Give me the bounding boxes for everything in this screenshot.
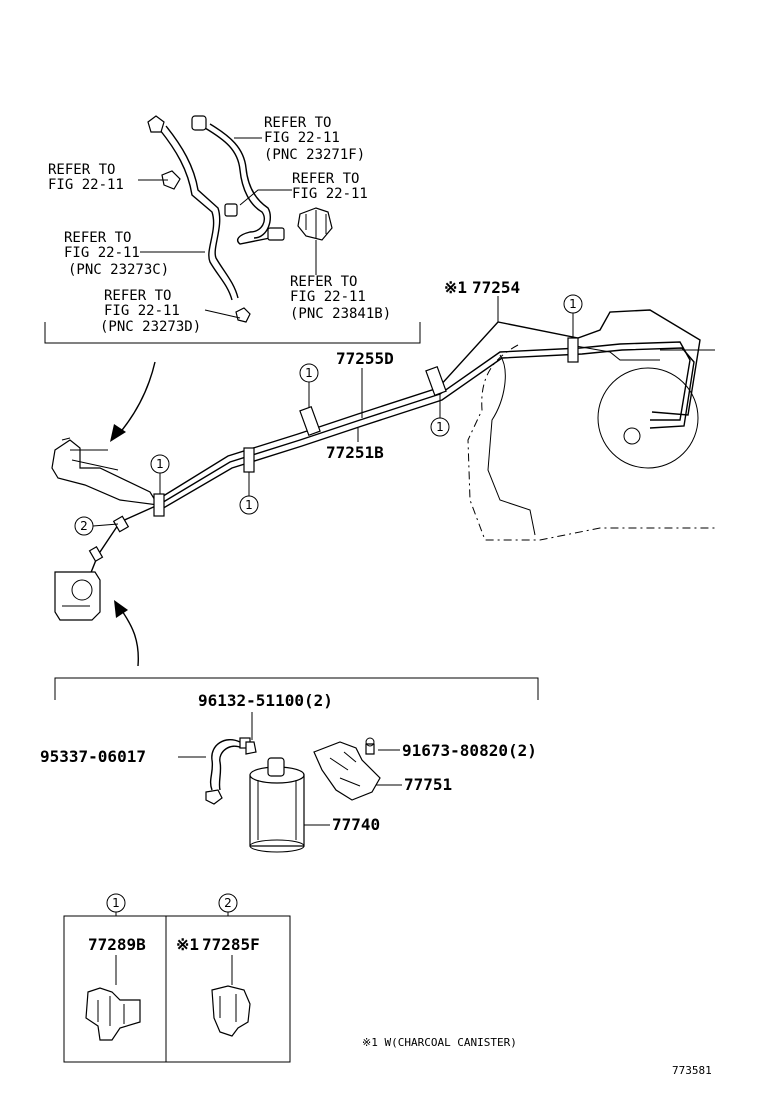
clip-77285f bbox=[211, 985, 251, 1037]
callout-1-e bbox=[563, 294, 583, 314]
top-detail-group: REFER TO FIG 22-11 (PNC 23271F) REFER TO… bbox=[44, 115, 421, 344]
clip-legend: 1 2 77289B ※1 77285F bbox=[63, 893, 291, 1063]
mark-77254: ※1 bbox=[444, 278, 467, 297]
label-77251b: 77251B bbox=[326, 443, 384, 462]
ref-top-right-l2: FIG 22-11 bbox=[264, 130, 340, 146]
ref-left-d-l2: FIG 22-11 bbox=[104, 303, 180, 319]
engine-port bbox=[54, 571, 101, 621]
label-77740: 77740 bbox=[332, 815, 380, 834]
ref-right-b-l3: (PNC 23841B) bbox=[290, 306, 391, 322]
front-fitting bbox=[112, 515, 130, 533]
clip-77289b bbox=[85, 987, 141, 1041]
callout-1-b bbox=[239, 495, 259, 515]
callout-1-b-text: 1 bbox=[245, 498, 253, 512]
pipe-77251b bbox=[159, 347, 695, 511]
arrow-up bbox=[119, 607, 139, 667]
label-96132: 96132-51100(2) bbox=[198, 691, 333, 710]
ref-left-c-l2: FIG 22-11 bbox=[64, 245, 140, 261]
legend-callout-2-text: 2 bbox=[224, 896, 232, 910]
clamp-1a bbox=[153, 493, 165, 517]
mark-77285f: ※1 bbox=[176, 935, 199, 954]
ref-right-b-l1: REFER TO bbox=[290, 274, 357, 290]
hose-23273c bbox=[159, 129, 233, 301]
legend-callout-1-text: 1 bbox=[112, 896, 120, 910]
ref-top-left-l1: REFER TO bbox=[48, 162, 115, 178]
main-pipe-assembly: 1 1 1 1 1 2 ※1 77254 77255D 77251B bbox=[51, 278, 715, 621]
clamp-1d bbox=[425, 365, 447, 397]
callout-1-a-text: 1 bbox=[156, 457, 164, 471]
callout-1-c-text: 1 bbox=[305, 366, 313, 380]
ref-right-b-l2: FIG 22-11 bbox=[290, 289, 366, 305]
hose-clamp-top bbox=[191, 115, 207, 131]
ref-top-left-l2: FIG 22-11 bbox=[48, 177, 124, 193]
diagram-id: 773581 bbox=[672, 1064, 712, 1077]
bolt-91673 bbox=[365, 743, 375, 755]
callout-2-a bbox=[74, 516, 94, 536]
ref-left-d-l1: REFER TO bbox=[104, 288, 171, 304]
arrow-down bbox=[117, 361, 156, 436]
ref-left-c-l3: (PNC 23273C) bbox=[68, 262, 169, 278]
ref-top-right-l3: (PNC 23271F) bbox=[264, 147, 365, 163]
legend-box bbox=[63, 915, 291, 1063]
clip-96132 bbox=[245, 741, 257, 755]
callout-2-a-text: 2 bbox=[80, 519, 88, 533]
clip-left-upper bbox=[161, 170, 181, 190]
canister-group: 96132-51100(2) 95337-06017 91673-80820(2… bbox=[40, 677, 539, 853]
bracket-77751 bbox=[313, 741, 381, 801]
label-77254: 77254 bbox=[472, 278, 520, 297]
clamp-1c bbox=[299, 405, 321, 437]
hose-fitting bbox=[267, 227, 285, 241]
callout-1-a bbox=[150, 454, 170, 474]
label-77751: 77751 bbox=[404, 775, 452, 794]
callout-1-d-text: 1 bbox=[436, 420, 444, 434]
canister-round bbox=[597, 367, 699, 469]
clamp-1e bbox=[567, 337, 579, 363]
callout-1-d bbox=[430, 417, 450, 437]
pipe-77255d bbox=[159, 341, 691, 505]
footnote: ※1 W(CHARCOAL CANISTER) bbox=[362, 1036, 517, 1049]
callout-1-e-text: 1 bbox=[569, 297, 577, 311]
ref-top-right-l1: REFER TO bbox=[264, 115, 331, 131]
hose-front bbox=[87, 504, 159, 581]
label-77285f: 77285F bbox=[202, 935, 260, 954]
clamp-1b bbox=[243, 447, 255, 473]
label-95337: 95337-06017 bbox=[40, 747, 146, 766]
ref-mid-right-l1: REFER TO bbox=[292, 171, 359, 187]
ref-left-c-l1: REFER TO bbox=[64, 230, 131, 246]
hose-23271f bbox=[204, 127, 271, 245]
ref-left-d-l3: (PNC 23273D) bbox=[100, 319, 201, 335]
clip-95337 bbox=[205, 789, 223, 805]
ref-mid-right-l2: FIG 22-11 bbox=[292, 186, 368, 202]
vsv-23841b bbox=[297, 207, 333, 241]
callout-1-c bbox=[299, 363, 319, 383]
canister-bracket bbox=[54, 677, 539, 700]
hose-95337 bbox=[209, 739, 241, 791]
small-clip-center bbox=[224, 203, 238, 217]
label-77289b: 77289B bbox=[88, 935, 146, 954]
label-91673: 91673-80820(2) bbox=[402, 741, 537, 760]
label-77255d: 77255D bbox=[336, 349, 394, 368]
clip-top-left bbox=[147, 115, 165, 133]
clip-left-lower bbox=[235, 307, 251, 323]
top-detail-bracket bbox=[44, 322, 421, 344]
